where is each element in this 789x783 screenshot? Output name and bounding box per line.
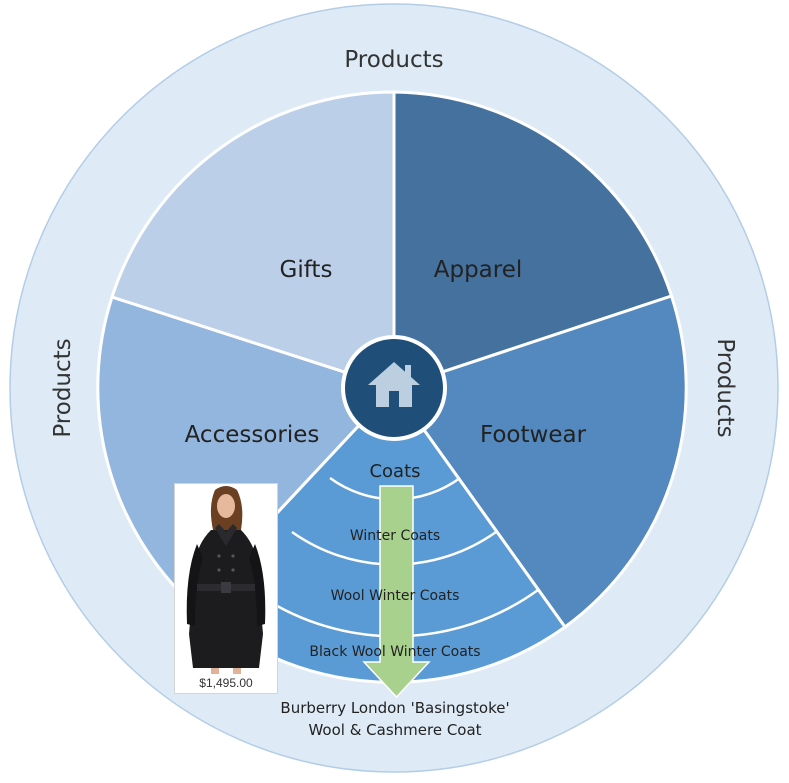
level-label-coats[interactable]: Coats (369, 461, 420, 482)
product-name[interactable]: Burberry London 'Basingstoke' Wool & Cas… (230, 697, 560, 741)
level-label-winter-coats[interactable]: Winter Coats (350, 528, 440, 544)
product-name-line-1: Burberry London 'Basingstoke' (230, 697, 560, 719)
ring-label-right: Products (712, 338, 738, 437)
level-label-black-wool-winter-coats[interactable]: Black Wool Winter Coats (309, 644, 480, 660)
ring-label-top: Products (344, 47, 443, 73)
segment-label-apparel: Apparel (434, 257, 523, 283)
product-price: $1,495.00 (175, 676, 277, 690)
level-label-wool-winter-coats[interactable]: Wool Winter Coats (331, 588, 460, 604)
ring-label-left: Products (50, 338, 76, 437)
product-name-line-2: Wool & Cashmere Coat (230, 719, 560, 741)
segment-label-gifts: Gifts (280, 257, 333, 283)
coat-photo (175, 484, 277, 674)
segment-label-footwear: Footwear (480, 422, 587, 448)
segment-label-accessories: Accessories (185, 422, 320, 448)
product-card[interactable]: $1,495.00 (174, 483, 278, 694)
